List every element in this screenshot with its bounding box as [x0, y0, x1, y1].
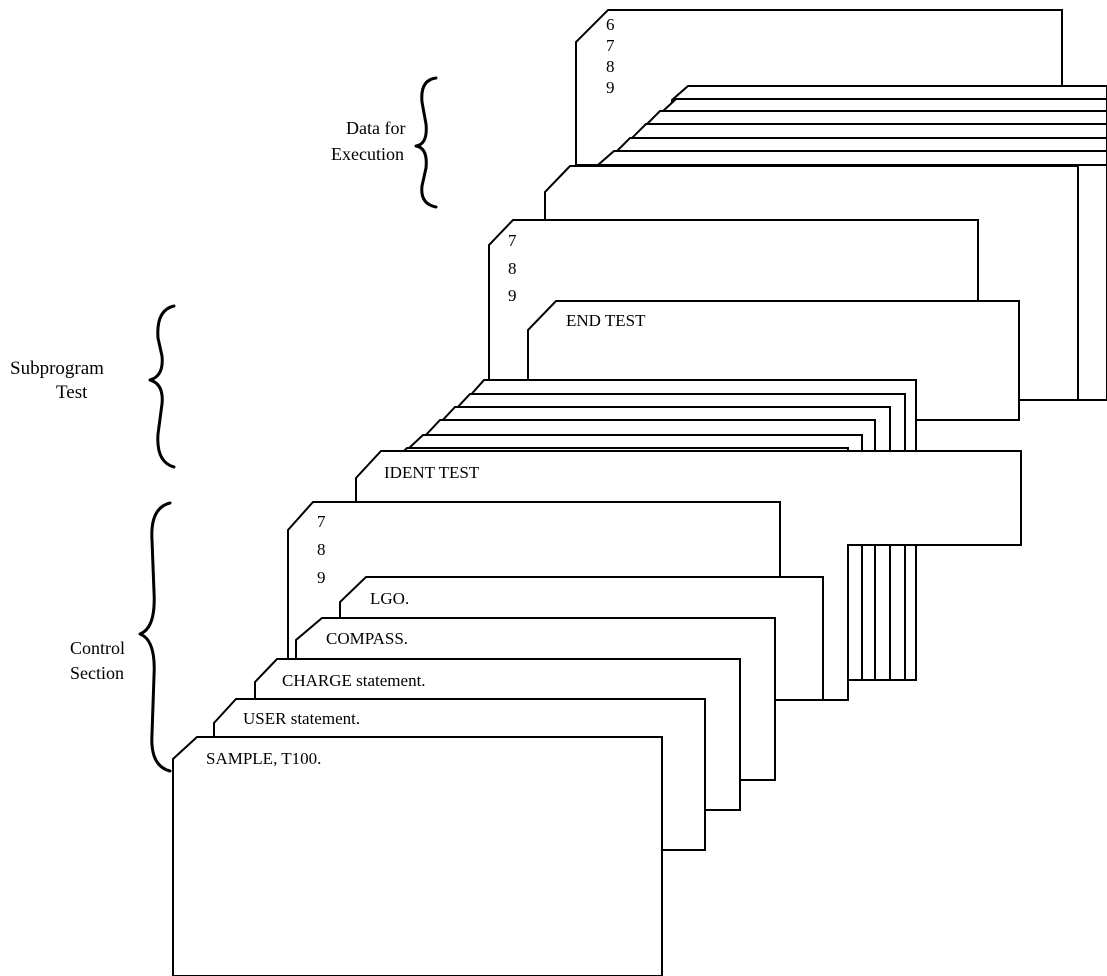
subprogram-test-brace [150, 306, 174, 467]
eof-punch-7: 7 [606, 36, 615, 55]
data-for-execution-label-line1: Data for [346, 118, 405, 138]
eor-subprogram-punch-9: 9 [508, 286, 517, 305]
eor-control-punch-9: 9 [317, 568, 326, 587]
subprogram-test-label-line1: Subprogram [10, 358, 104, 379]
charge-label: CHARGE statement. [282, 671, 426, 690]
eor-control-punch-8: 8 [317, 540, 326, 559]
eof-punch-9: 9 [606, 78, 615, 97]
ident-test-label: IDENT TEST [384, 463, 480, 482]
eor-subprogram-punch-8: 8 [508, 259, 517, 278]
eor-subprogram-punch-7: 7 [508, 231, 517, 250]
data-for-execution-brace [416, 78, 436, 207]
control-section-label-line1: Control [70, 638, 125, 658]
user-label: USER statement. [243, 709, 360, 728]
eof-punch-6: 6 [606, 15, 615, 34]
subprogram-test-label-line2: Test [56, 382, 88, 403]
sample-card [173, 737, 662, 976]
data-for-execution-label-line2: Execution [331, 144, 404, 164]
end-test-label: END TEST [566, 311, 646, 330]
control-section-brace [140, 503, 170, 771]
sample-label: SAMPLE, T100. [206, 749, 321, 768]
lgo-label: LGO. [370, 589, 409, 608]
eof-punch-8: 8 [606, 57, 615, 76]
eor-control-punch-7: 7 [317, 512, 326, 531]
compass-label: COMPASS. [326, 629, 408, 648]
control-section-label-line2: Section [70, 663, 124, 683]
